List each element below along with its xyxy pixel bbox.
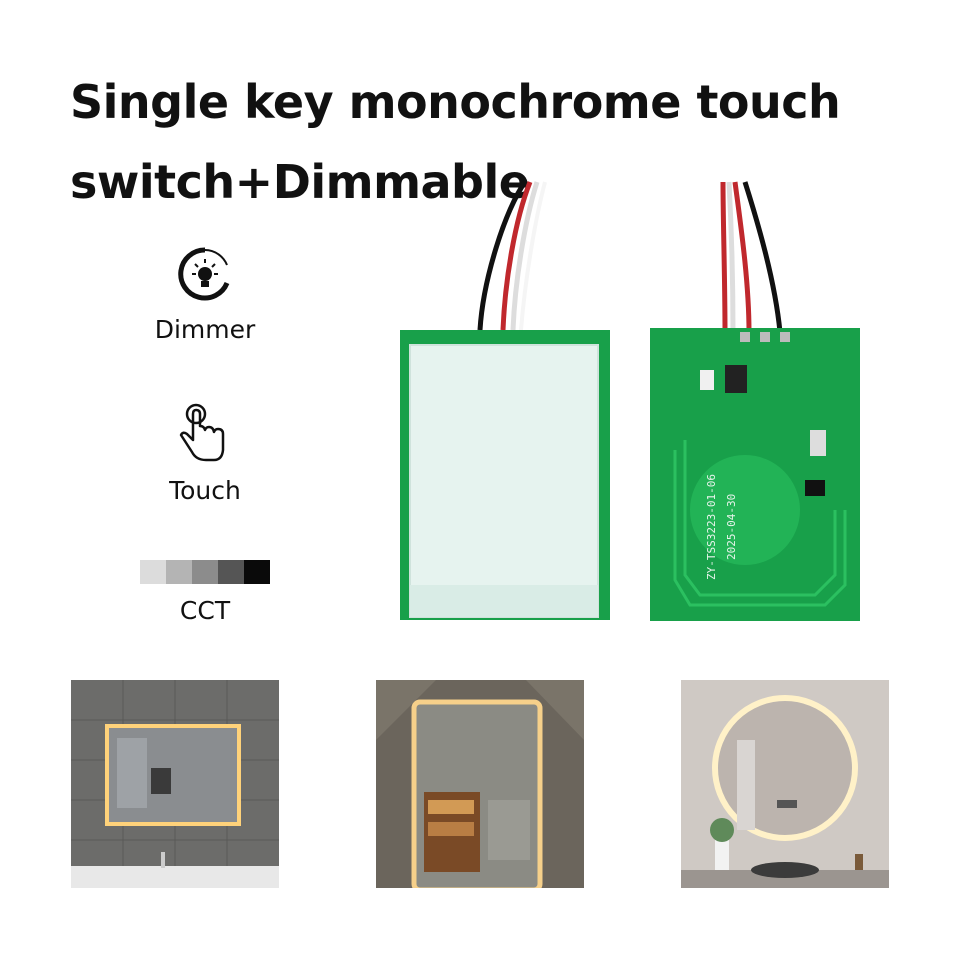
page-title: Single key monochrome touch switch+Dimma… [70, 62, 841, 222]
cct-swatch [192, 560, 218, 584]
cct-swatch [218, 560, 244, 584]
touch-hand-icon [179, 403, 225, 462]
cct-swatch [166, 560, 192, 584]
feature-touch: Touch [135, 402, 275, 505]
feature-label-dimmer: Dimmer [154, 315, 256, 344]
cct-gradient-strip [140, 560, 270, 584]
pcb-front-board [400, 180, 610, 620]
dimmer-bulb-icon [178, 247, 230, 301]
cct-swatch [140, 560, 166, 584]
feature-label-cct: CCT [179, 596, 231, 625]
round-lit-mirror-photo [681, 680, 889, 888]
feature-cct: CCT [135, 560, 275, 625]
rectangular-lit-mirror-photo [71, 680, 279, 888]
feature-label-touch: Touch [169, 476, 241, 505]
cct-swatch [244, 560, 270, 584]
pcb-back-board: ZY-TSS3223-01-06 2025-04-30 [650, 181, 860, 621]
pcb-date-text: 2025-04-30 [725, 494, 738, 560]
feature-dimmer: Dimmer [135, 245, 275, 344]
pcb-model-text: ZY-TSS3223-01-06 [705, 474, 718, 580]
title-line-2: switch+Dimmable [70, 155, 530, 209]
title-line-1: Single key monochrome touch [70, 75, 841, 129]
cabinet-backlit-mirror-photo [376, 680, 584, 888]
